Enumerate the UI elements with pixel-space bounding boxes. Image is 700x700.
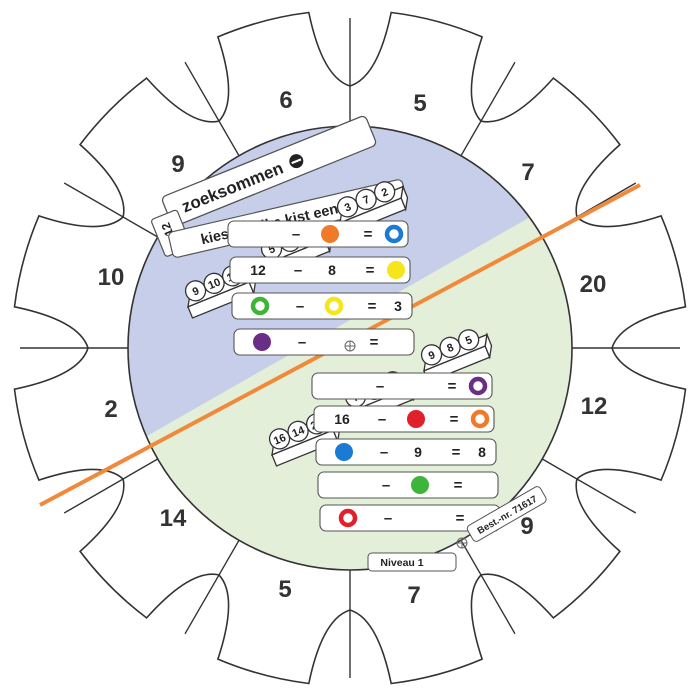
wheel-number-9: 2 [104, 396, 117, 423]
top-equation-row-3: – = 3 [231, 292, 413, 320]
minus-sign: – [384, 510, 392, 527]
bottom-equation-row-3: – 9 = 8 [315, 438, 497, 466]
segment-divider [63, 458, 159, 514]
bottom-equation-row-2: 16 – = [313, 405, 495, 433]
top-equation-row-1: –= [227, 220, 409, 248]
wheel-number-11: 9 [171, 151, 184, 178]
red-marker [407, 410, 425, 428]
target-icon [344, 340, 356, 352]
equals-sign: = [448, 378, 457, 395]
green-ring-marker [250, 296, 270, 316]
green-marker [411, 476, 429, 494]
minus-sign: – [380, 444, 388, 461]
number-ball [457, 329, 480, 351]
segment-divider [541, 458, 637, 514]
equals-sign: = [454, 477, 463, 494]
wheel-number-1: 5 [413, 90, 426, 117]
purple-marker [253, 333, 271, 351]
ball-number: 9 [191, 285, 201, 298]
level-text: Niveau 1 [380, 557, 423, 569]
minus-sign: – [298, 334, 306, 351]
orange-ring-marker [470, 409, 490, 429]
wheel-number-8: 14 [160, 505, 187, 532]
wheel-numbers: 5 7 20 12 9 7 5 14 2 10 9 6 [98, 87, 608, 609]
minus-sign: – [294, 262, 302, 279]
equals-sign: = [450, 411, 459, 428]
wheel-number-10: 10 [98, 264, 125, 291]
segment-divider [460, 61, 516, 157]
orange-marker [321, 225, 339, 243]
ball-number: 9 [427, 349, 437, 362]
blue-marker [335, 443, 353, 461]
minus-sign: – [376, 378, 384, 395]
wheel-number-7: 5 [278, 576, 291, 603]
yellow-marker [387, 261, 405, 279]
wheel-number-12: 6 [279, 87, 292, 114]
target-icon-bottom [456, 537, 468, 549]
equals-sign: = [456, 510, 465, 527]
svg-text:16: 16 [334, 411, 350, 427]
ball-number: 14 [291, 424, 308, 440]
bottom-equation-row-5: –= [319, 504, 501, 532]
yellow-ring-marker [324, 296, 344, 316]
ball-number: 5 [464, 334, 474, 347]
svg-text:3: 3 [394, 298, 402, 314]
number-ball [373, 181, 396, 203]
ball-number: 7 [361, 194, 371, 207]
equals-sign: = [366, 262, 375, 279]
equals-sign: = [368, 298, 377, 315]
top-equation-row-2: 12 – 8 = [229, 256, 411, 284]
equals-sign: = [452, 444, 461, 461]
minus-sign: – [382, 477, 390, 494]
level-label: Niveau 1 [367, 552, 457, 572]
segment-divider [184, 61, 240, 157]
purple-ring-marker [468, 376, 488, 396]
minus-sign: – [378, 411, 386, 428]
red-ring-marker [338, 508, 358, 528]
segment-divider [184, 539, 240, 635]
wheel-number-2: 7 [521, 159, 534, 186]
minus-sign: – [296, 298, 304, 315]
ball-number: 8 [445, 342, 455, 355]
top-equation-row-4: –= [233, 328, 415, 356]
wheel-number-4: 12 [581, 393, 608, 420]
wheel-number-6: 7 [407, 582, 420, 609]
segment-divider [63, 182, 159, 238]
ball-number: 10 [207, 276, 223, 292]
equals-sign: = [370, 334, 379, 351]
svg-text:8: 8 [328, 262, 336, 278]
top-equations: –=12–8=–=3–= [227, 220, 415, 356]
ball-number: 2 [380, 186, 390, 199]
equals-sign: = [364, 226, 373, 243]
bottom-equation-row-1: –= [311, 372, 493, 400]
bottom-equations: –=16–=–9=8–=–= [311, 372, 501, 532]
ball-number: 3 [343, 201, 353, 214]
ball-number: 16 [272, 432, 288, 448]
segment-divider [460, 539, 516, 635]
blue-ring-marker [384, 224, 404, 244]
svg-text:12: 12 [250, 262, 266, 278]
wheel-number-3: 20 [580, 271, 607, 298]
ball-number: 5 [267, 243, 277, 256]
svg-text:9: 9 [414, 444, 422, 460]
wheel-number-5: 9 [520, 513, 533, 540]
svg-text:8: 8 [478, 444, 486, 460]
minus-sign: – [292, 226, 300, 243]
bottom-equation-row-4: –= [317, 471, 499, 499]
